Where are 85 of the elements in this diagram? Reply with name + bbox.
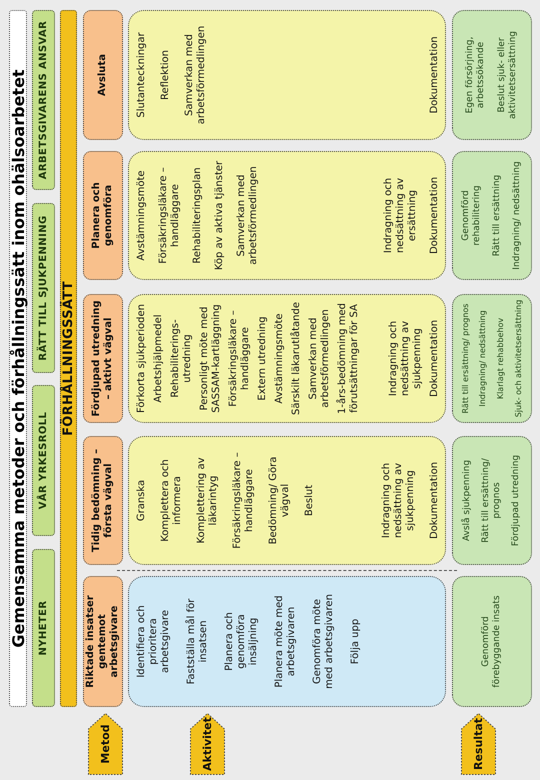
activity-item: Försäkringsläkare – handläggare — [158, 166, 182, 266]
activity-item: Dokumentation — [429, 462, 441, 540]
result-item: Fördjupad utredning — [510, 454, 522, 546]
header-label: ARBETSGIVARENS ANSVAR — [38, 20, 50, 180]
result-item: Rätt till ersättning — [492, 174, 503, 256]
activity-item: Granska — [136, 480, 148, 522]
result-panel — [452, 10, 532, 140]
result-item: Sjuk- och aktivitetsersättning — [514, 300, 524, 418]
result-item: Rätt till ersättning/ prognos — [460, 304, 470, 414]
result-item: Rätt till ersättning/ prognos — [481, 457, 503, 545]
activity-item: Samverkan med arbetsförmedlingen — [184, 24, 208, 126]
section-banner — [60, 10, 77, 707]
activity-item: Slutanteckningar — [136, 32, 148, 118]
header-label: VÅR YRKESROLL — [38, 412, 50, 510]
method-title: Riktade insatser gentemot arbetsgivare — [85, 594, 121, 690]
diagram-title: Gemensamma metoder och förhållningssätt inom ohälsoarbetet — [10, 69, 26, 648]
activity-item: Dokumentation — [429, 176, 441, 254]
result-item: Klarlagt rehabbehov — [496, 318, 506, 400]
activity-panel — [128, 436, 446, 565]
activity-item: Samverkan med arbetsförmedlingen — [236, 165, 260, 267]
row-label: Aktivitet — [200, 717, 214, 771]
method-box — [83, 10, 123, 140]
activity-item: Följa upp — [350, 618, 362, 664]
activity-item: Identifiera och prioritera arbetsgivare — [136, 604, 172, 680]
header-tab — [32, 203, 55, 373]
activity-item: Komplettering av läkarintyg — [196, 456, 220, 546]
activity-panel — [128, 576, 446, 707]
activity-item: Försäkringsläkare – handläggare — [232, 451, 256, 551]
activity-item: 1-års-bedömning med förutsättningar för SA — [337, 302, 361, 416]
header-label: RÄTT TILL SJUKPENNING — [38, 215, 50, 361]
row-label: Resultat — [472, 718, 486, 770]
activity-item: Samverkan med arbetsförmedlingen — [308, 308, 332, 410]
activity-item: Fastställa mål för insatsen — [186, 598, 210, 686]
arrow-tag — [88, 713, 123, 775]
activity-item: Särskilt läkarutlåtande — [291, 302, 303, 416]
activity-item: Köp av aktiva tjänster — [214, 160, 226, 270]
method-box — [83, 436, 123, 565]
method-title: Avsluta — [97, 54, 109, 96]
activity-item: Förkorta sjukperioden — [136, 304, 148, 413]
method-box — [83, 151, 123, 280]
activity-item: Beslut — [304, 484, 316, 516]
activity-item: Indragning och nedsättning av sjukpenning — [381, 462, 417, 540]
result-item: Indragning/ nedsättning — [478, 310, 488, 407]
activity-panel — [128, 151, 446, 280]
activity-item: Rehabiliteringsplan — [192, 167, 204, 264]
activity-item: Indragning och nedsättning av sjukpenning — [388, 320, 424, 398]
banner-label: FÖRHÅLLNINGSSÄTT — [60, 281, 76, 436]
activity-item: Reflektion — [160, 50, 172, 100]
activity-panel — [128, 10, 446, 140]
method-title: Fördjupad utredning – aktivt vägval — [91, 299, 115, 418]
result-item: Genomförd förebyggande insats — [481, 594, 503, 690]
result-item: Beslut sjuk- eller aktivitetsersättning — [497, 30, 519, 121]
header-tab — [32, 10, 55, 190]
result-item: Avslå sjukpenning — [462, 460, 474, 542]
result-panel — [452, 576, 532, 707]
activity-item: Genomföra möte med arbetsgivaren — [312, 593, 336, 691]
method-title: Planera och genomföra — [91, 181, 115, 251]
activity-item: Dokumentation — [429, 36, 441, 114]
activity-item: Arbetshjälpmedel — [153, 314, 165, 403]
method-title: Tidig bedömning – första vägval — [91, 448, 115, 554]
header-tab — [32, 385, 55, 536]
result-panel — [452, 294, 532, 423]
result-item: Egen försörjning, arbetssökande — [465, 36, 487, 116]
activity-item: Komplettera och informera — [160, 458, 184, 544]
activity-panel — [128, 294, 446, 423]
result-panel — [452, 436, 532, 565]
activity-item: Dokumentation — [429, 320, 441, 398]
method-box — [83, 576, 123, 707]
activity-item: Avstämningsmöte — [136, 170, 148, 261]
activity-item: Försäkringsläkare – handläggare — [228, 309, 252, 409]
activity-item: Avstämningsmöte — [274, 313, 286, 404]
row-label: Metod — [98, 724, 112, 764]
arrow-tag — [190, 713, 225, 775]
arrow-tag — [461, 713, 496, 775]
result-item: Genomförd rehabilitering — [461, 184, 483, 248]
activity-item: Personligt möte med SASSAM-kartläggning — [199, 303, 223, 415]
activity-item: Extern utredning — [257, 316, 269, 401]
header-tab — [32, 549, 55, 707]
header-label: NYHETER — [38, 600, 50, 656]
activity-item: Indragning och nedsättning av ersättning — [383, 176, 419, 256]
result-panel — [452, 151, 532, 280]
method-box — [83, 294, 123, 423]
activity-item: Rehabiliterings- utredning — [170, 318, 194, 400]
activity-item: Bedömning/ Göra vägval — [268, 456, 292, 546]
result-item: Indragning/ nedsättning — [512, 161, 523, 270]
